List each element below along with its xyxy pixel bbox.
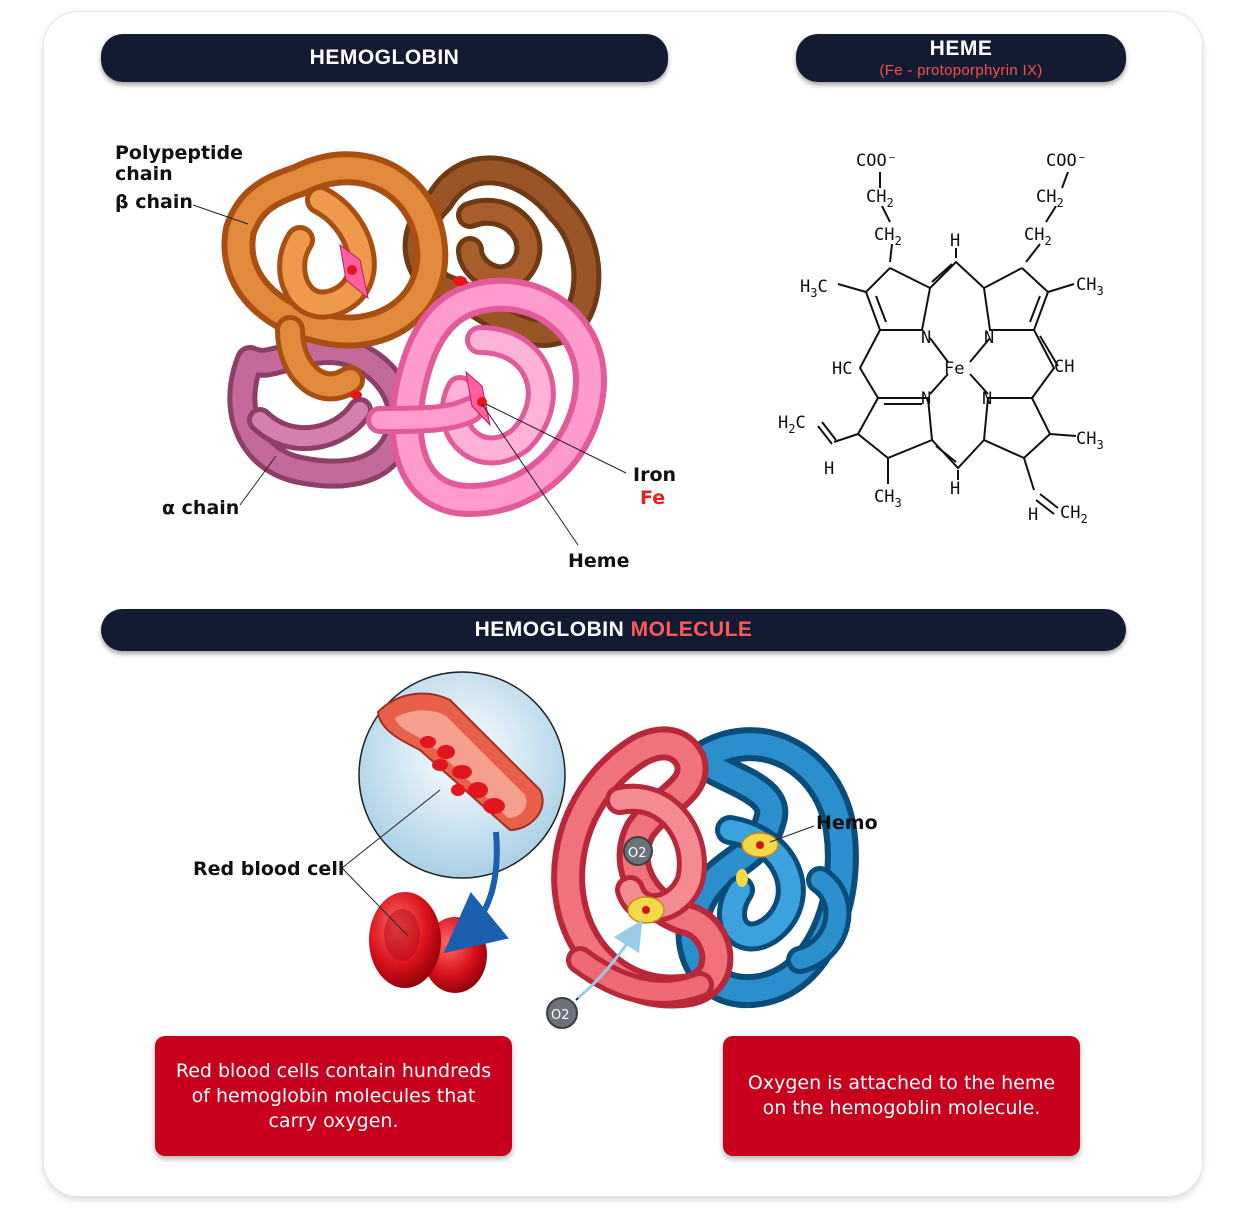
svg-text:H3C: H3C: [800, 277, 828, 300]
heme-header: HEME (Fe - protoporphyrin IX): [796, 34, 1126, 82]
svg-text:COO⁻: COO⁻: [856, 151, 897, 171]
molecule-header-part1: HEMOGLOBIN: [474, 618, 625, 641]
heme-header-subtitle: (Fe - protoporphyrin IX): [879, 62, 1043, 79]
hemo-label: Hemo: [816, 812, 878, 834]
molecule-header: HEMOGLOBIN MOLECULE: [101, 609, 1126, 651]
svg-text:H: H: [950, 479, 960, 499]
hemoglobin-3d-model: [551, 726, 859, 1009]
rbc-leader-lines: [341, 789, 441, 937]
heme-label: Heme: [568, 550, 630, 572]
rbc-note-text: Red blood cells contain hundreds of hemo…: [175, 1059, 492, 1132]
hemoglobin-header-title: HEMOGLOBIN: [309, 46, 460, 69]
blood-vessel-magnifier: [358, 671, 566, 879]
polypeptide-label-line2: chain: [115, 163, 173, 185]
hemoglobin-leader-lines: [192, 204, 627, 546]
heme-header-title: HEME: [929, 37, 993, 60]
svg-text:CH2: CH2: [1024, 225, 1052, 248]
heme-structure: [817, 171, 1077, 515]
fe-label: Fe: [640, 487, 666, 509]
svg-text:CH2: CH2: [874, 225, 902, 248]
svg-text:N: N: [984, 328, 994, 348]
beta-chain-label: β chain: [115, 191, 193, 213]
svg-text:COO⁻: COO⁻: [1046, 151, 1087, 171]
hemoglobin-header: HEMOGLOBIN: [101, 34, 668, 82]
o2-molecule-free: O2: [546, 997, 578, 1029]
svg-text:CH3: CH3: [874, 487, 902, 510]
svg-text:H: H: [824, 459, 834, 479]
oxygen-note: Oxygen is attached to the heme on the he…: [723, 1036, 1080, 1156]
svg-text:H2C: H2C: [778, 413, 806, 436]
o2-molecule-bound: O2: [623, 836, 653, 866]
polypeptide-label: Polypeptide chain: [115, 143, 243, 185]
red-blood-cell-label: Red blood cell: [193, 858, 345, 880]
svg-text:H: H: [1028, 505, 1038, 525]
oxygen-arrow: [577, 919, 643, 1000]
hemoglobin-ribbon-model: [221, 151, 607, 517]
svg-text:CH3: CH3: [1076, 429, 1104, 452]
heme-discs: [339, 243, 491, 427]
svg-text:HC: HC: [832, 359, 852, 379]
alpha-chain-label: α chain: [162, 497, 240, 519]
iron-label: Iron: [633, 464, 677, 486]
model-heme-discs: [627, 832, 779, 924]
svg-text:CH2: CH2: [1036, 187, 1064, 210]
molecule-header-part2: MOLECULE: [630, 618, 753, 641]
svg-text:CH3: CH3: [1076, 275, 1104, 298]
svg-text:H: H: [950, 231, 960, 251]
svg-text:CH: CH: [1054, 357, 1074, 377]
red-blood-cells: [369, 892, 487, 993]
svg-text:N: N: [921, 389, 931, 409]
svg-text:N: N: [982, 389, 992, 409]
polypeptide-label-line1: Polypeptide: [115, 142, 244, 164]
hemo-leader-line: [769, 825, 815, 843]
svg-text:Fe: Fe: [944, 359, 964, 379]
coo-right: COO⁻: [1046, 151, 1087, 171]
rbc-note: Red blood cells contain hundreds of hemo…: [155, 1036, 512, 1156]
coo-left: COO⁻: [856, 151, 897, 171]
heme-atom-labels: COO⁻ COO⁻ CH2 CH2 CH2 CH2 H H3C CH3 N N …: [778, 151, 1104, 526]
svg-text:O2: O2: [551, 1008, 570, 1023]
zoom-arrow: [443, 831, 509, 954]
alpha-chain-pink: [366, 277, 607, 517]
svg-text:O2: O2: [628, 846, 647, 861]
svg-text:N: N: [921, 328, 931, 348]
beta-chain-orange: [221, 151, 449, 402]
svg-text:CH2: CH2: [1060, 503, 1088, 526]
oxygen-note-text: Oxygen is attached to the heme on the he…: [747, 1072, 1056, 1119]
svg-text:CH2: CH2: [866, 187, 894, 210]
